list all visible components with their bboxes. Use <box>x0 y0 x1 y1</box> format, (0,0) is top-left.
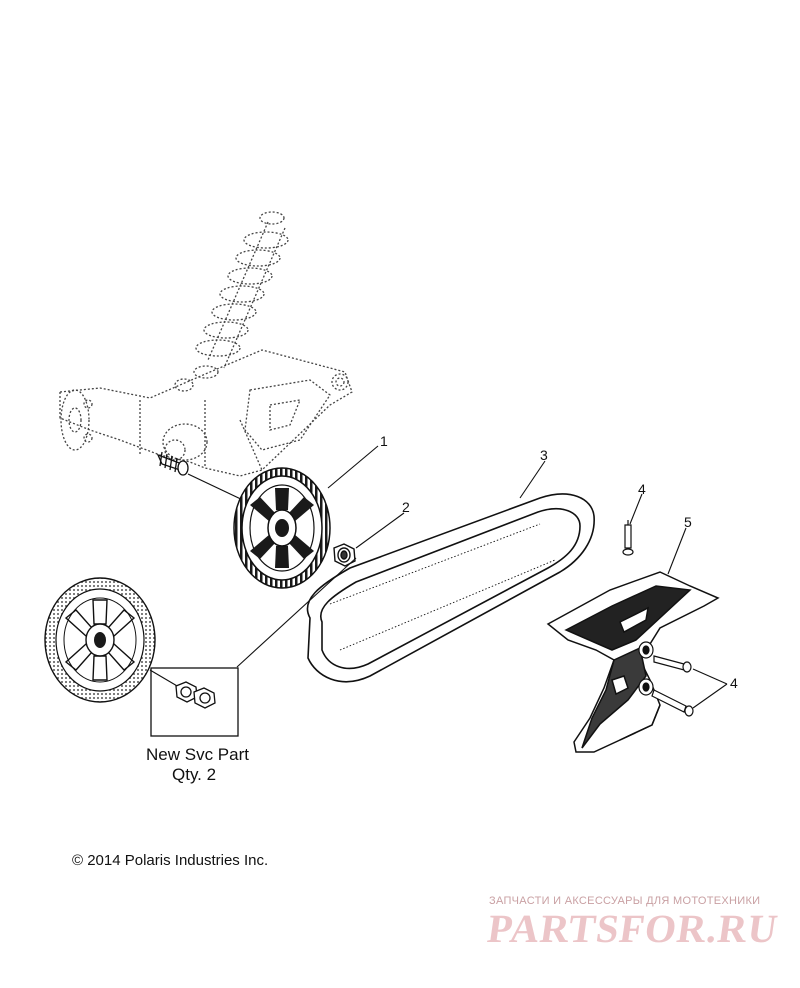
callout-5: 5 <box>684 514 692 530</box>
replacement-sprocket <box>44 577 156 703</box>
callout-3: 3 <box>540 447 548 463</box>
swingarm-body <box>59 349 353 477</box>
service-note-quantity: Qty. 2 <box>172 765 217 784</box>
callout-4-top: 4 <box>638 481 646 497</box>
watermark-tagline: ЗАПЧАСТИ И АКСЕССУАРЫ ДЛЯ МОТОТЕХНИКИ <box>489 895 761 907</box>
copyright-notice: © 2014 Polaris Industries Inc. <box>72 852 269 869</box>
callout-2: 2 <box>402 499 410 515</box>
bolt-side-1 <box>653 655 692 673</box>
splined-shaft <box>156 451 189 476</box>
guard-washers <box>638 641 654 696</box>
callout-1: 1 <box>380 433 388 449</box>
drive-belt <box>306 493 595 683</box>
bolt-side-2 <box>651 689 694 717</box>
bolt-top <box>622 520 634 556</box>
rear-sprocket <box>233 467 331 589</box>
callout-leaders <box>327 445 728 709</box>
service-part-box <box>150 667 239 737</box>
swingarm-shock-phantom <box>59 211 353 477</box>
shock-spring <box>174 211 289 392</box>
belt-guard <box>546 571 720 753</box>
service-note-title: New Svc Part <box>146 745 249 764</box>
axle-nut <box>333 543 356 567</box>
watermark-logo: PARTSFOR.RU <box>484 906 782 951</box>
service-nuts <box>175 681 216 709</box>
callout-4-side: 4 <box>730 675 738 691</box>
